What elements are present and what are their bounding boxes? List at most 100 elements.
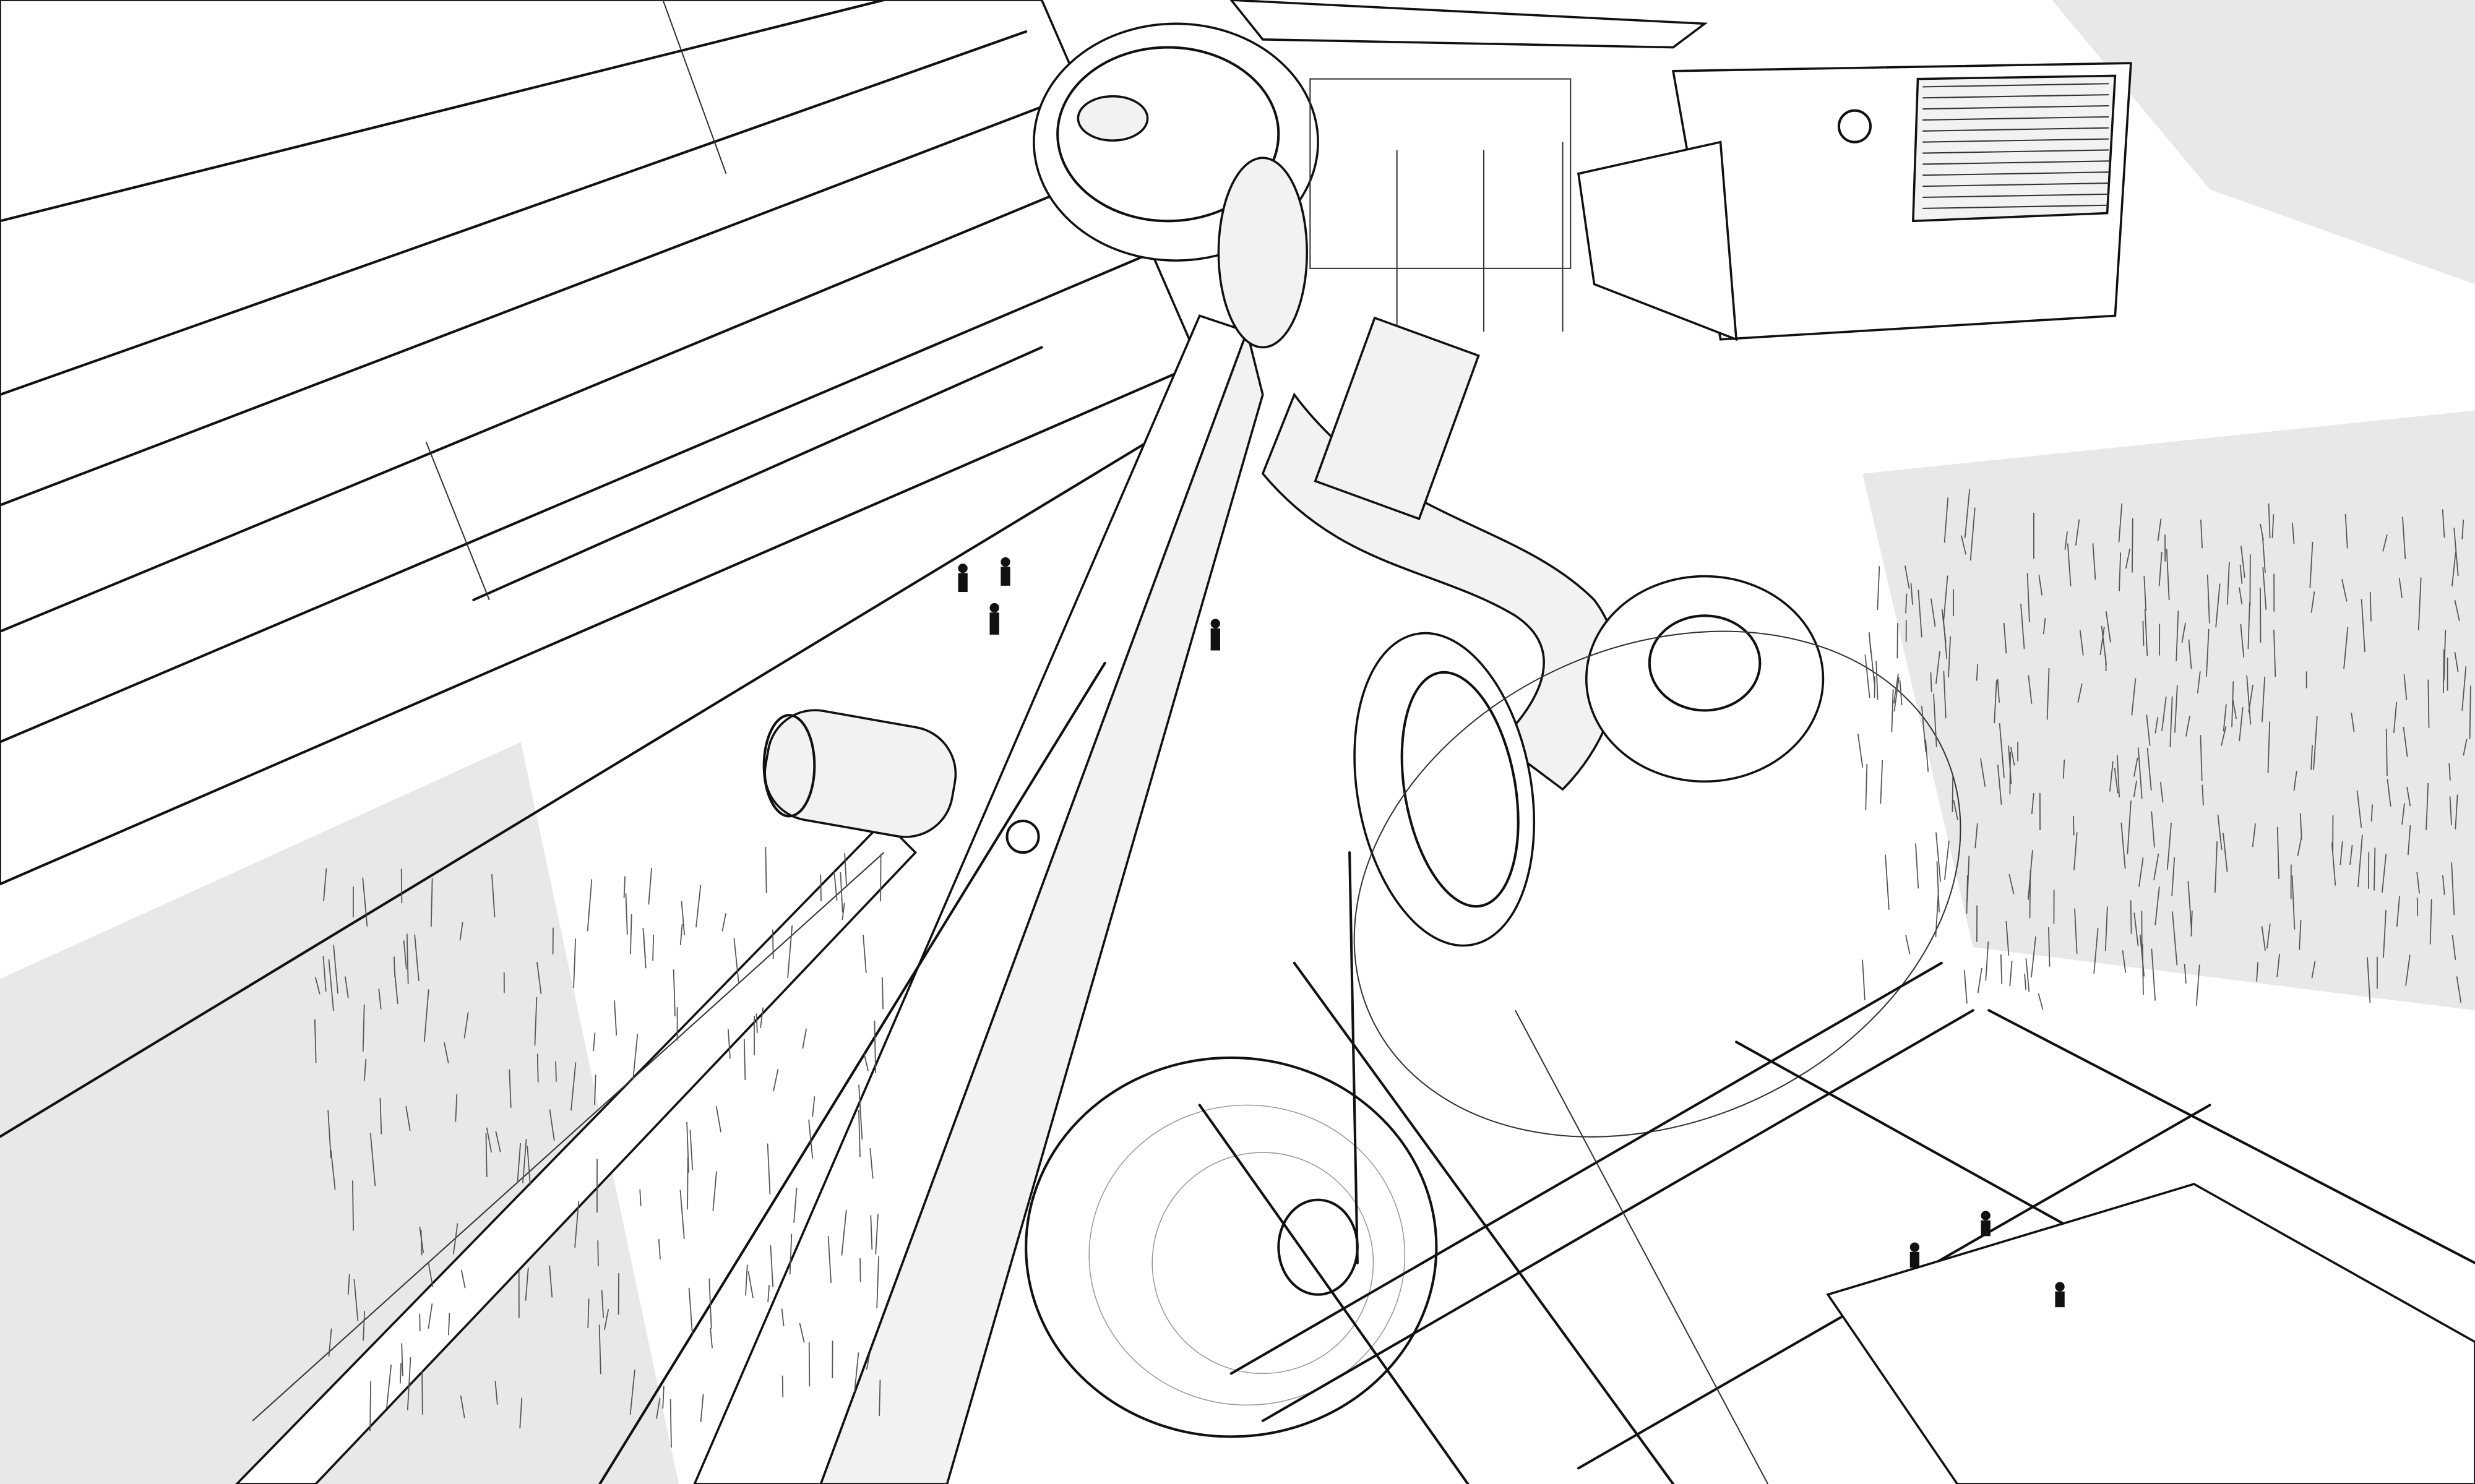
grass-stroke bbox=[2073, 816, 2075, 836]
grass-stroke bbox=[401, 1343, 403, 1376]
grass-stroke bbox=[2214, 841, 2218, 893]
grass-stroke bbox=[2374, 847, 2376, 891]
grass-stroke bbox=[770, 1245, 774, 1288]
grass-stroke bbox=[662, 1386, 665, 1409]
grass-stroke bbox=[2266, 924, 2271, 949]
grass-stroke bbox=[1935, 889, 1939, 937]
grass-stroke bbox=[2310, 591, 2315, 613]
grass-stroke bbox=[385, 1364, 392, 1409]
grass-stroke bbox=[2351, 713, 2355, 732]
grass-stroke bbox=[2137, 747, 2143, 799]
grass-stroke bbox=[2185, 716, 2190, 737]
grass-stroke bbox=[428, 1303, 433, 1329]
grass-stroke bbox=[593, 1032, 596, 1052]
grass-stroke bbox=[1953, 800, 1958, 820]
grass-stroke bbox=[625, 893, 628, 935]
grass-stroke bbox=[1943, 840, 1950, 880]
grass-stroke bbox=[2461, 666, 2467, 711]
grass-stroke bbox=[2127, 800, 2132, 855]
grass-stroke bbox=[2042, 617, 2046, 635]
grass-stroke bbox=[2240, 546, 2245, 578]
grass-stroke bbox=[2133, 912, 2139, 946]
grass-stroke bbox=[1893, 677, 1900, 712]
grass-stroke bbox=[598, 1324, 601, 1375]
grass-stroke bbox=[2267, 721, 2271, 773]
grass-stroke bbox=[2383, 910, 2387, 958]
grass-stroke bbox=[793, 1188, 798, 1223]
grass-stroke bbox=[407, 1357, 411, 1410]
grass-stroke bbox=[2133, 757, 2138, 777]
grass-stroke bbox=[2118, 503, 2123, 543]
grass-stroke bbox=[333, 945, 338, 994]
duct-pipe bbox=[1261, 316, 1619, 791]
grass-stroke bbox=[2247, 603, 2250, 650]
grass-stroke bbox=[2402, 517, 2406, 559]
grass-stroke bbox=[2339, 841, 2343, 865]
grass-stroke bbox=[2202, 784, 2204, 805]
grass-stroke bbox=[549, 1265, 553, 1298]
grass-stroke bbox=[1915, 843, 1919, 889]
grass-stroke bbox=[379, 1097, 382, 1134]
grass-stroke bbox=[1943, 497, 1949, 543]
grass-stroke bbox=[430, 878, 433, 927]
grass-stroke bbox=[765, 846, 767, 893]
vent-slat bbox=[1922, 116, 2109, 121]
grass-stroke bbox=[347, 1274, 350, 1295]
grass-stroke bbox=[2429, 899, 2432, 945]
grass-stroke bbox=[2093, 928, 2099, 974]
grass-stroke bbox=[689, 1130, 694, 1170]
grass-stroke bbox=[323, 868, 327, 901]
grass-stroke bbox=[2311, 961, 2316, 979]
grass-stroke bbox=[747, 1271, 754, 1298]
grass-stroke bbox=[2010, 747, 2015, 766]
fan-wheel bbox=[1217, 157, 1825, 947]
grass-stroke bbox=[1997, 679, 2000, 703]
grass-stroke bbox=[314, 977, 321, 995]
grass-stroke bbox=[2313, 716, 2318, 770]
grass-stroke bbox=[495, 1131, 501, 1152]
grass-stroke bbox=[1899, 680, 1903, 706]
grass-stroke bbox=[2206, 628, 2210, 677]
vent-slat bbox=[1922, 138, 2109, 143]
grass-stroke bbox=[2344, 513, 2348, 549]
grass-stroke bbox=[2190, 911, 2193, 937]
grass-stroke bbox=[1921, 705, 1927, 752]
grass-stroke bbox=[2262, 537, 2266, 573]
grass-stroke bbox=[2382, 854, 2387, 893]
grass-stroke bbox=[2407, 825, 2411, 856]
grass-stroke bbox=[2387, 779, 2391, 807]
vent-slat bbox=[1922, 182, 2109, 187]
grass-stroke bbox=[517, 1143, 522, 1182]
grass-stroke bbox=[2174, 685, 2178, 733]
grass-stroke bbox=[2398, 578, 2403, 598]
grass-stroke bbox=[2261, 926, 2266, 951]
grass-stroke bbox=[2223, 704, 2227, 732]
vent-slat bbox=[1922, 105, 2109, 110]
grass-stroke bbox=[463, 1012, 469, 1039]
grass-stroke bbox=[2000, 954, 2003, 985]
grass-stroke bbox=[570, 1062, 577, 1111]
grass-stroke bbox=[1930, 598, 1936, 627]
grass-stroke bbox=[1891, 689, 1894, 732]
grass-stroke bbox=[787, 925, 793, 979]
grass-stroke bbox=[2416, 872, 2421, 894]
grass-stroke bbox=[755, 1013, 758, 1034]
grass-stroke bbox=[423, 989, 429, 1042]
grass-stroke bbox=[2417, 577, 2422, 630]
grass-stroke bbox=[455, 1094, 458, 1122]
grass-stroke bbox=[406, 933, 409, 984]
grass-stroke bbox=[1952, 774, 1954, 812]
grass-stroke bbox=[2310, 745, 2314, 770]
grass-stroke bbox=[459, 922, 463, 941]
grass-stroke bbox=[840, 872, 843, 913]
grass-stroke bbox=[322, 956, 327, 992]
grass-stroke bbox=[2159, 782, 2164, 803]
grass-stroke bbox=[2105, 611, 2111, 643]
pipe-left bbox=[762, 709, 957, 838]
grass-stroke bbox=[2217, 814, 2223, 850]
grass-stroke bbox=[708, 1278, 712, 1329]
grass-stroke bbox=[2154, 717, 2159, 734]
grass-stroke bbox=[460, 1396, 465, 1418]
grass-stroke bbox=[2239, 587, 2243, 605]
grass-stroke bbox=[2120, 822, 2126, 869]
